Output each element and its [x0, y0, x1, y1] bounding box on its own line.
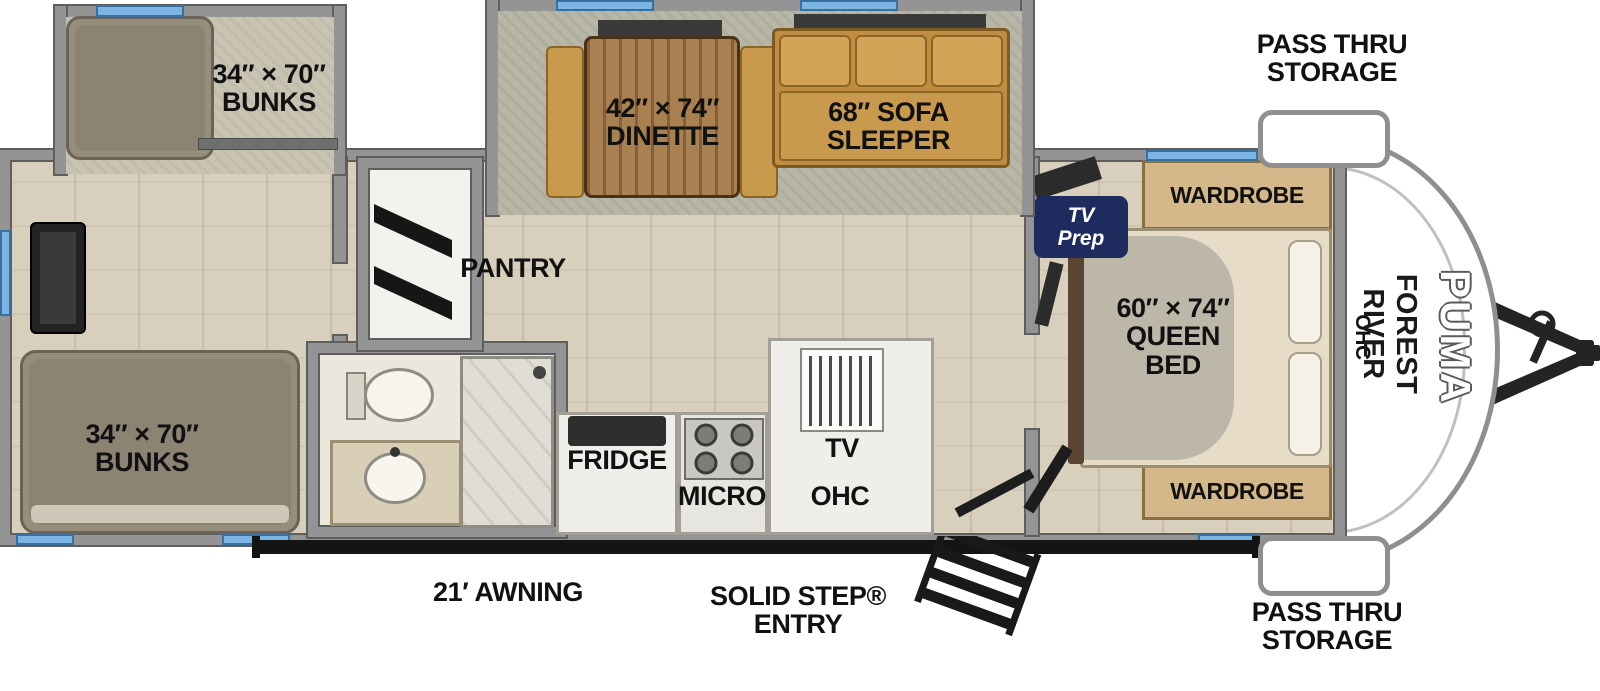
awning-end-cap	[1252, 536, 1260, 558]
bunks-top-label: 34″ × 70″ BUNKS	[212, 59, 326, 118]
bathroom-sink	[364, 452, 426, 504]
awning-bar	[256, 540, 1256, 554]
window	[96, 5, 184, 17]
bunk-slide-wall-right	[334, 6, 345, 174]
brand-forest-river: FOREST RIVER	[1357, 273, 1422, 395]
wardrobe-bottom-label: WARDROBE	[1170, 477, 1304, 504]
pantry-closet	[358, 158, 482, 350]
sofa-cushion	[855, 35, 927, 87]
pantry-shelves	[374, 204, 452, 320]
top-bunk-blanket	[75, 25, 205, 151]
sofa-cushion	[779, 35, 851, 87]
faucet-icon	[390, 447, 400, 457]
bunk-slide-wall-top	[55, 6, 345, 17]
wardrobe-bottom: WARDROBE	[1142, 462, 1332, 520]
sofa-sleeper-label: 68″ SOFA SLEEPER	[826, 97, 951, 156]
pass-thru-storage-box-top	[1258, 110, 1390, 168]
window	[800, 0, 898, 11]
pillow	[1288, 240, 1322, 344]
dinette-label: 42″ × 74″ DINETTE	[605, 93, 720, 152]
window	[1146, 150, 1258, 161]
rear-bunk-mattress-edge	[31, 505, 289, 523]
kitchen-counter	[768, 338, 934, 535]
pantry-label: PANTRY	[460, 253, 566, 283]
top-bunk-bed	[66, 16, 214, 160]
dinette-slide-wall-left	[487, 0, 498, 215]
dinette-table	[584, 36, 740, 198]
entry-steps	[914, 536, 1042, 637]
rear-wall-upper	[334, 158, 346, 262]
shower-head-icon	[533, 366, 546, 379]
bunk-slide-wall-left	[55, 6, 66, 174]
queen-bed-footboard	[1068, 232, 1084, 464]
awning-label: 21′ AWNING	[433, 577, 583, 607]
wardrobe-top-label: WARDROBE	[1170, 181, 1304, 208]
tv-grill-icon	[809, 356, 875, 426]
fridge-top-icon	[568, 416, 666, 446]
wardrobe-top: WARDROBE	[1142, 160, 1332, 230]
window	[16, 534, 74, 545]
tv-prep-label: TV Prep	[1057, 203, 1105, 250]
sofa-cushion	[931, 35, 1003, 87]
rear-bunk-blanket	[29, 359, 291, 525]
window	[0, 230, 11, 316]
window	[556, 0, 654, 11]
bedroom-wall-lower	[1026, 430, 1038, 535]
pass-thru-storage-box-bottom	[1258, 536, 1390, 596]
dinette-bench-right	[740, 46, 778, 198]
rear-tv	[30, 222, 86, 334]
toilet-tank	[346, 372, 366, 420]
ohc-kitchen-label: OHC	[810, 481, 870, 511]
sofa-window-valance	[794, 14, 986, 28]
micro-label: MICRO	[678, 481, 766, 511]
kitchen-tv-unit	[800, 348, 884, 432]
queen-bed-label: 60″ × 74″ QUEEN BED	[1116, 293, 1230, 380]
bunk-shelf	[198, 138, 338, 150]
fridge-label: FRIDGE	[567, 445, 667, 475]
pillow	[1288, 352, 1322, 456]
dinette-window-valance	[598, 20, 722, 36]
dinette-slide-wall-top	[487, 0, 1033, 11]
sofa-sleeper	[772, 28, 1010, 168]
pass-thru-storage-top-label: PASS THRU STORAGE	[1256, 29, 1408, 88]
toilet-bowl	[364, 368, 434, 422]
bunks-rear-label: 34″ × 70″ BUNKS	[85, 419, 199, 478]
rear-tv-screen	[40, 232, 76, 324]
brand-puma: PUMA	[1432, 270, 1479, 406]
rear-bunk-bed	[20, 350, 300, 534]
pass-thru-storage-bottom-label: PASS THRU STORAGE	[1251, 597, 1403, 656]
sofa-seat	[779, 91, 1003, 161]
entry-label: SOLID STEP® ENTRY	[709, 581, 887, 640]
tv-prep-badge: TV Prep	[1034, 196, 1128, 258]
queen-bed-blanket	[1084, 236, 1234, 460]
tv-label: TV	[825, 433, 859, 463]
dinette-bench-left	[546, 46, 584, 198]
range-burners	[684, 418, 764, 480]
shower	[460, 356, 554, 528]
dinette-slide-wall-right	[1022, 0, 1033, 215]
